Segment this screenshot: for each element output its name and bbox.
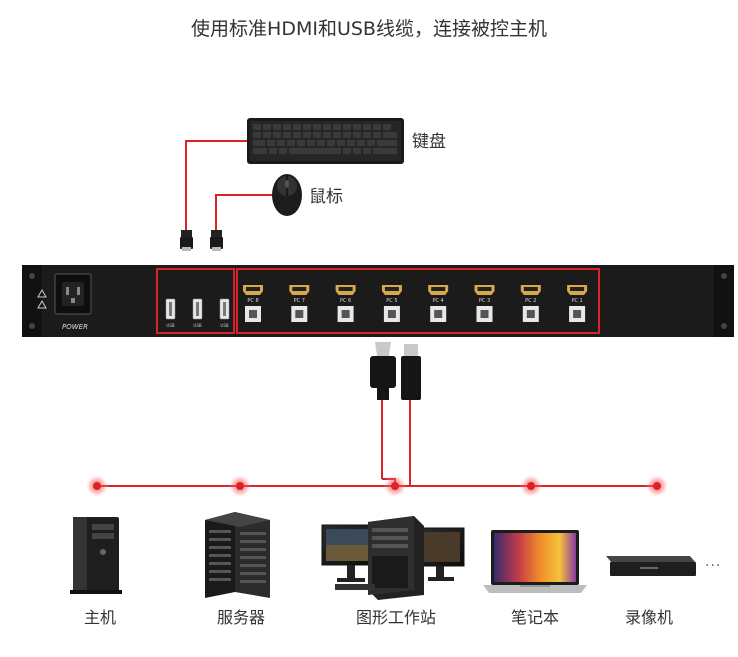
pc-port-label: PC 5 bbox=[386, 298, 397, 304]
page-title: 使用标准HDMI和USB线缆，连接被控主机 bbox=[191, 18, 547, 40]
usb-port-label: USB bbox=[193, 323, 201, 328]
keyboard-icon bbox=[247, 118, 404, 164]
workstation-icon bbox=[321, 516, 465, 600]
usb-port-label: USB bbox=[166, 323, 174, 328]
bus-node bbox=[93, 482, 101, 490]
bus-node bbox=[527, 482, 535, 490]
usb-port-label: USB bbox=[220, 323, 228, 328]
pc-port-label: PC 2 bbox=[525, 298, 536, 304]
kvm-switch: PC 8 PC 7 PC 6 PC 5 PC 4 PC 3 PC 2 PC 1 POWER US… bbox=[22, 265, 734, 337]
keyboard-cable bbox=[185, 140, 247, 232]
bus-node bbox=[653, 482, 661, 490]
pc-port-column: PC 6 bbox=[335, 285, 356, 322]
pc-port-label: PC 8 bbox=[247, 298, 258, 304]
pc-port-column: PC 1 bbox=[567, 285, 588, 322]
usb-plug-icon bbox=[180, 230, 193, 251]
pc-port-label: PC 3 bbox=[479, 298, 490, 304]
mouse-cable bbox=[215, 194, 272, 232]
pc-port-label: PC 1 bbox=[571, 298, 582, 304]
pc-port-column: PC 7 bbox=[289, 285, 310, 322]
device-label-server: 服务器 bbox=[216, 608, 265, 627]
mouse-icon bbox=[272, 174, 302, 216]
device-label-laptop: 笔记本 bbox=[510, 608, 559, 627]
device-label-host: 主机 bbox=[83, 608, 116, 627]
usb-b-plug-icon bbox=[401, 344, 421, 400]
power-label: POWER bbox=[62, 323, 88, 331]
usb-highlight-box bbox=[156, 268, 235, 334]
pc-port-column: PC 5 bbox=[381, 285, 402, 322]
usb-plug-icon bbox=[210, 230, 223, 251]
hdmi-plug-icon bbox=[370, 342, 396, 400]
more-devices-indicator: ··· bbox=[705, 558, 722, 574]
ports-highlight-box bbox=[236, 268, 600, 334]
mouse-label: 鼠标 bbox=[309, 187, 343, 207]
device-label-recorder: 录像机 bbox=[624, 608, 673, 627]
bus-node bbox=[391, 482, 399, 490]
server-rack-icon bbox=[205, 512, 270, 598]
recorder-icon bbox=[606, 556, 696, 576]
pc-port-label: PC 4 bbox=[433, 298, 444, 304]
keyboard-label: 键盘 bbox=[412, 132, 446, 152]
pc-port-column: PC 8 bbox=[243, 285, 263, 322]
warning-icon bbox=[37, 288, 47, 309]
device-label-workstation: 图形工作站 bbox=[355, 608, 436, 627]
pc-port-column: PC 3 bbox=[474, 285, 495, 322]
pc-port-column: PC 2 bbox=[520, 285, 541, 322]
laptop-icon bbox=[483, 530, 587, 593]
desktop-tower-icon bbox=[70, 517, 122, 594]
pc-port-column: PC 4 bbox=[428, 285, 449, 322]
bus-node bbox=[236, 482, 244, 490]
pc-port-label: PC 6 bbox=[340, 298, 351, 304]
pc-port-label: PC 7 bbox=[294, 298, 305, 304]
